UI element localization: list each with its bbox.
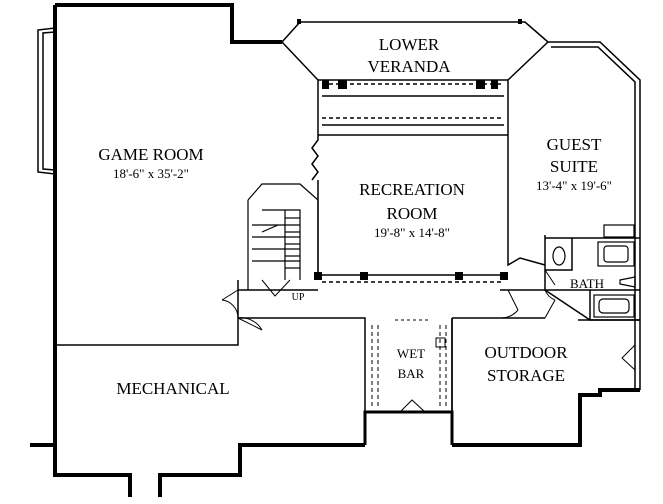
stair bbox=[247, 183, 319, 290]
wet-bar-label-line1: WET bbox=[397, 346, 425, 361]
game-room-window-bay bbox=[37, 27, 56, 175]
wet-bar-label-line2: BAR bbox=[398, 366, 425, 381]
lower-veranda-label-line1: LOWER bbox=[379, 35, 440, 54]
recreation-room-label-line2: ROOM bbox=[386, 204, 437, 223]
bath-label: BATH bbox=[570, 276, 604, 291]
outdoor-storage-label-line1: OUTDOOR bbox=[484, 343, 568, 362]
veranda-columns bbox=[297, 19, 522, 89]
game-room-dimensions: 18'-6" x 35'-2" bbox=[113, 166, 189, 181]
wet-bar-counters bbox=[371, 319, 447, 408]
stair-up-label: UP bbox=[292, 292, 305, 303]
bath-fixtures bbox=[552, 224, 636, 318]
guest-suite-dimensions: 13'-4" x 19'-6" bbox=[536, 178, 612, 193]
lower-veranda-label-line2: VERANDA bbox=[367, 57, 451, 76]
guest-suite-label-line2: SUITE bbox=[550, 157, 598, 176]
doors bbox=[221, 269, 636, 413]
game-room-label: GAME ROOM bbox=[98, 145, 203, 164]
veranda-outline bbox=[281, 21, 549, 126]
mechanical-label: MECHANICAL bbox=[116, 379, 229, 398]
guest-suite-walls bbox=[507, 41, 641, 390]
guest-suite-label-line1: GUEST bbox=[547, 135, 602, 154]
recreation-room-label-line1: RECREATION bbox=[359, 180, 465, 199]
recreation-columns bbox=[314, 272, 508, 280]
recreation-room-dimensions: 19'-8" x 14'-8" bbox=[374, 225, 450, 240]
outdoor-storage-label-line2: STORAGE bbox=[487, 366, 565, 385]
exterior-walls bbox=[30, 3, 640, 497]
